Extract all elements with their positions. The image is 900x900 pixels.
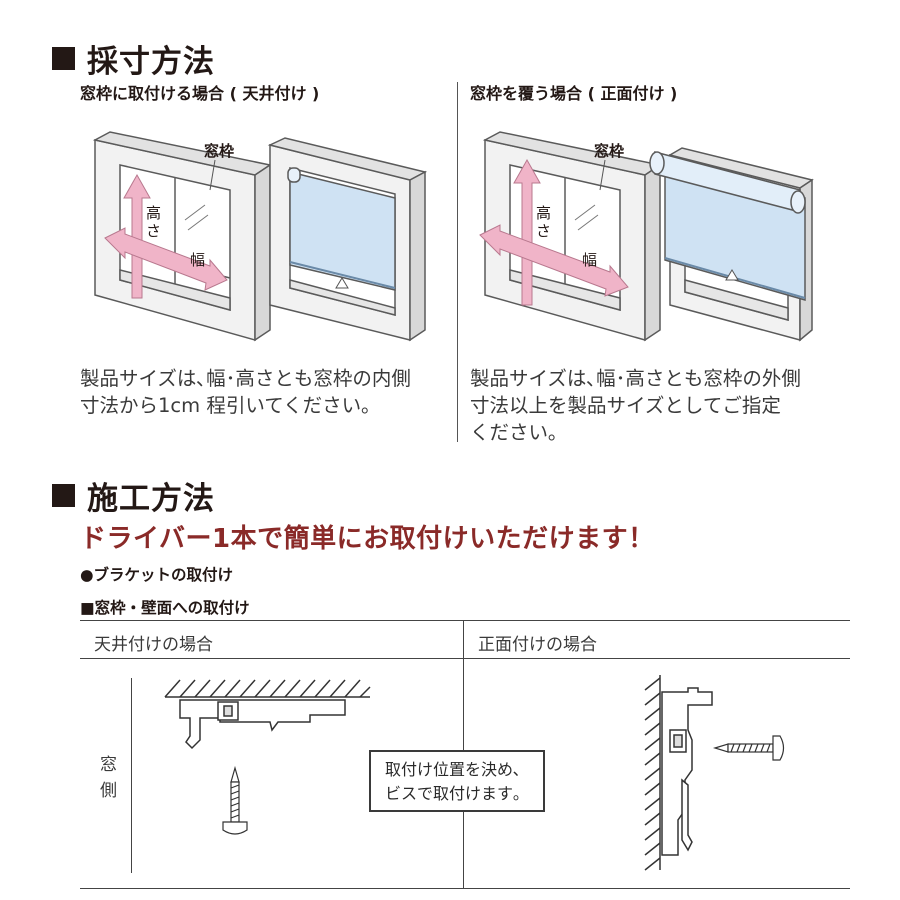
left-note-line-2: 寸法から1cm 程引いてください｡ — [80, 394, 371, 417]
window-frame-with-blind-left — [267, 137, 428, 342]
right-heading: 窓枠を覆う場合 ( 正面付け ) — [470, 84, 678, 103]
measure-section-title: 採寸方法 — [52, 36, 215, 81]
measure-title-text: 採寸方法 — [87, 44, 215, 80]
callout-line-2: ビスで取付けます｡ — [385, 784, 522, 803]
front-mount-illustration: 窓枠 高 さ 幅 — [479, 131, 814, 342]
height-label-right-2: さ — [536, 222, 551, 240]
window-frame-with-blind-right — [649, 147, 814, 342]
left-labels: 窓枠 高 さ 幅 — [146, 142, 234, 269]
size-arrows-left — [104, 173, 228, 299]
install-section-title: 施工方法 — [52, 473, 215, 518]
ceiling-bracket — [179, 699, 346, 750]
front-bracket-illustration — [644, 675, 785, 871]
width-label-right: 幅 — [582, 251, 597, 269]
window-side-line — [131, 678, 132, 873]
window-side-label: 窓 側 — [100, 752, 117, 804]
table-header-rule — [80, 658, 850, 659]
left-note: 製品サイズは､幅･高さとも窓枠の内側 寸法から1cm 程引いてください｡ — [80, 365, 411, 419]
install-title-text: 施工方法 — [87, 481, 215, 517]
window-side-char-1: 窓 — [100, 755, 117, 775]
instruction-callout: 取付け位置を決め､ ビスで取付けます｡ — [369, 750, 545, 812]
callout-line-1: 取付け位置を決め､ — [385, 760, 522, 779]
width-label-left: 幅 — [190, 251, 205, 269]
left-heading: 窓枠に取付ける場合 ( 天井付け ) — [80, 84, 320, 103]
height-label-left-2: さ — [146, 222, 161, 240]
right-note-line-1: 製品サイズは､幅･高さとも窓枠の外側 — [470, 367, 801, 390]
table-bottom-rule — [80, 888, 850, 889]
right-note: 製品サイズは､幅･高さとも窓枠の外側 寸法以上を製品サイズとしてご指定 ください… — [470, 365, 801, 446]
wall-hatch — [644, 675, 661, 871]
ceiling-mount-illustration: 窓枠 高 さ 幅 — [92, 131, 428, 342]
col-ceiling-mount: 天井付けの場合 — [94, 635, 213, 655]
height-label-right-1: 高 — [536, 204, 551, 222]
bracket-heading: ●ブラケットの取付け — [80, 566, 234, 584]
size-arrows-right — [479, 158, 629, 306]
title-square-icon — [52, 47, 75, 70]
frame-label-right: 窓枠 — [594, 142, 624, 160]
title-square-icon-2 — [52, 484, 75, 507]
window-side-char-2: 側 — [100, 781, 117, 801]
col-front-mount: 正面付けの場合 — [478, 635, 597, 655]
height-label-left-1: 高 — [146, 204, 161, 222]
frame-wall-heading: ■窓枠・壁面への取付け — [80, 599, 250, 617]
table-top-rule — [80, 620, 850, 621]
right-labels: 窓枠 高 さ 幅 — [536, 142, 624, 269]
frame-label-left: 窓枠 — [204, 142, 234, 160]
left-note-line-1: 製品サイズは､幅･高さとも窓枠の内側 — [80, 367, 411, 390]
column-divider — [457, 82, 458, 442]
front-bracket — [661, 687, 713, 856]
right-note-line-2: 寸法以上を製品サイズとしてご指定 — [470, 394, 781, 417]
screw-horizontal-icon — [712, 735, 785, 761]
screw-vertical-icon — [222, 765, 248, 835]
ceiling-bracket-illustration — [164, 679, 371, 835]
ceiling-hatch — [164, 679, 371, 698]
right-note-line-3: ください｡ — [470, 421, 558, 444]
install-catchphrase: ドライバー1本で簡単にお取付けいただけます！ — [80, 524, 655, 554]
